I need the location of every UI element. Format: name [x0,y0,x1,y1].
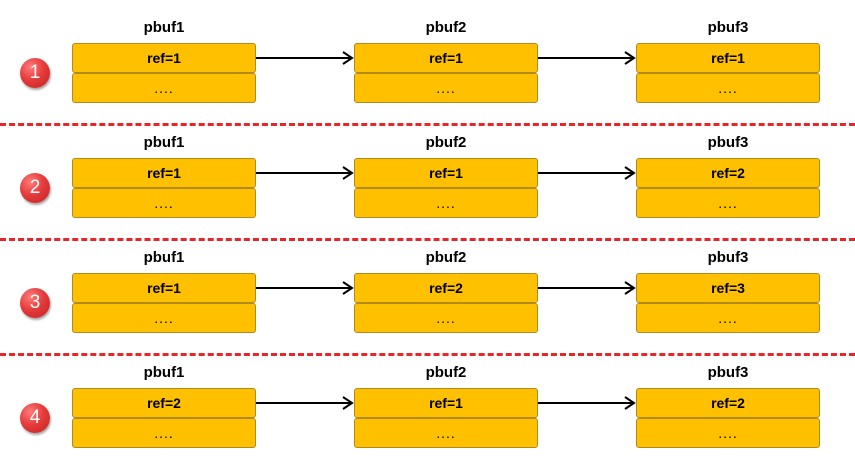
step-divider [0,238,855,241]
pbuf-name: pbuf2 [425,364,467,381]
right-arrow-icon [538,396,636,410]
right-arrow-icon [256,166,354,180]
pbuf-name: pbuf1 [143,134,185,151]
payload-cell: .... [72,303,256,333]
ref-count-cell: ref=1 [72,158,256,188]
ref-count-cell: ref=1 [354,388,538,418]
right-arrow-icon [538,281,636,295]
payload-cell: .... [354,418,538,448]
payload-cell: .... [354,188,538,218]
step-1-badge: 1 [20,58,50,88]
pbuf-name: pbuf1 [143,19,185,36]
step-3-badge: 3 [20,288,50,318]
payload-cell: .... [636,303,820,333]
ref-count-cell: ref=2 [354,273,538,303]
payload-cell: .... [72,188,256,218]
pbuf-name: pbuf2 [425,249,467,266]
ref-count-cell: ref=1 [354,158,538,188]
pbuf-name: pbuf1 [143,249,185,266]
step-divider [0,123,855,126]
payload-cell: .... [72,73,256,103]
payload-cell: .... [354,73,538,103]
payload-cell: .... [636,73,820,103]
payload-cell: .... [354,303,538,333]
step-divider [0,353,855,356]
ref-count-cell: ref=2 [636,158,820,188]
payload-cell: .... [72,418,256,448]
payload-cell: .... [636,188,820,218]
ref-count-cell: ref=1 [354,43,538,73]
pbuf-name: pbuf3 [707,19,749,36]
ref-count-cell: ref=2 [72,388,256,418]
right-arrow-icon [256,396,354,410]
step-4-badge: 4 [20,403,50,433]
right-arrow-icon [538,51,636,65]
step-2-badge: 2 [20,173,50,203]
ref-count-cell: ref=1 [636,43,820,73]
payload-cell: .... [636,418,820,448]
right-arrow-icon [538,166,636,180]
ref-count-cell: ref=1 [72,273,256,303]
right-arrow-icon [256,281,354,295]
pbuf-name: pbuf3 [707,134,749,151]
pbuf-name: pbuf3 [707,249,749,266]
right-arrow-icon [256,51,354,65]
ref-count-cell: ref=3 [636,273,820,303]
pbuf-name: pbuf2 [425,134,467,151]
ref-count-cell: ref=2 [636,388,820,418]
pbuf-name: pbuf3 [707,364,749,381]
ref-count-cell: ref=1 [72,43,256,73]
pbuf-name: pbuf2 [425,19,467,36]
pbuf-name: pbuf1 [143,364,185,381]
